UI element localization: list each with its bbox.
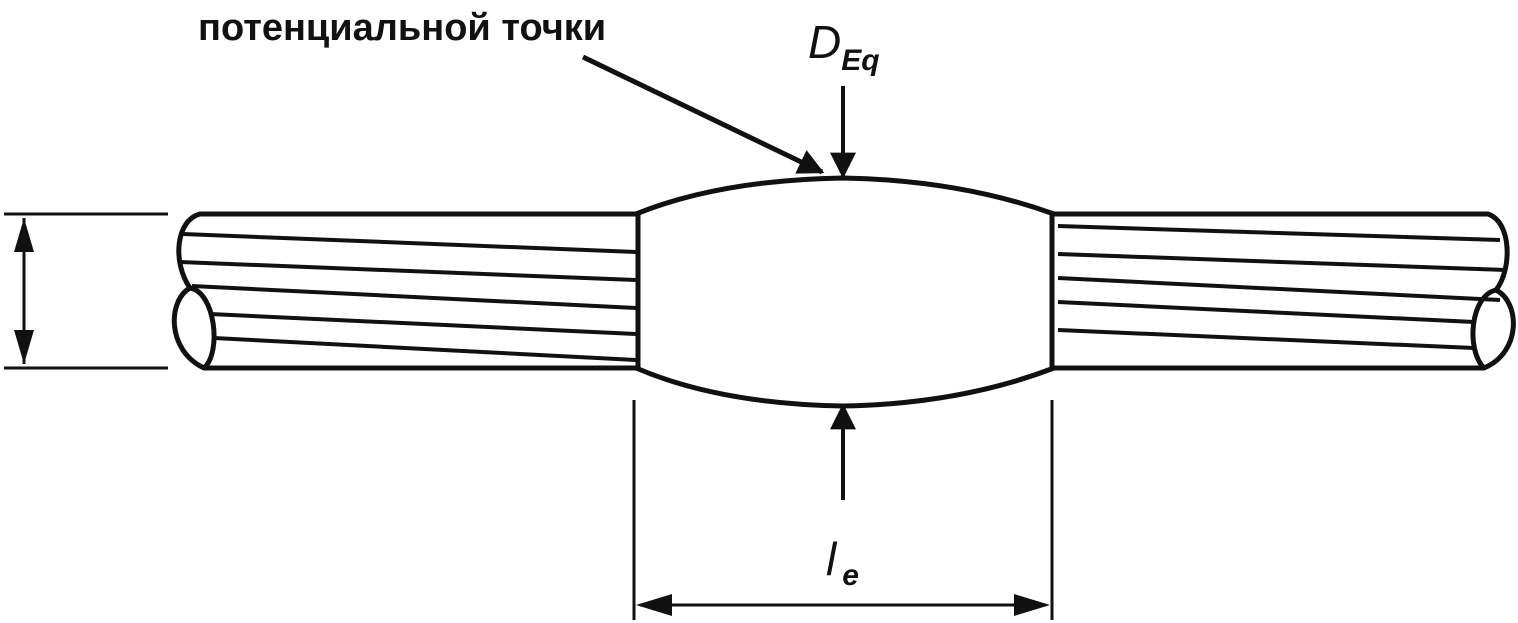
annotation-leader-arrow [581, 54, 825, 175]
left-wire-segment [171, 211, 640, 371]
right-wire-segment [1054, 211, 1516, 371]
length-symbol: l [826, 533, 838, 585]
annotation-label: потенциальной точки [198, 7, 606, 49]
weld-bulge [635, 175, 1055, 409]
wire-diameter-dimension [4, 212, 168, 370]
diameter-symbol: D [808, 16, 841, 68]
diameter-label: DEq [808, 16, 880, 77]
length-dimension-arrow [636, 594, 1050, 616]
diameter-subscript: Eq [841, 44, 879, 77]
length-subscript: e [842, 559, 859, 592]
